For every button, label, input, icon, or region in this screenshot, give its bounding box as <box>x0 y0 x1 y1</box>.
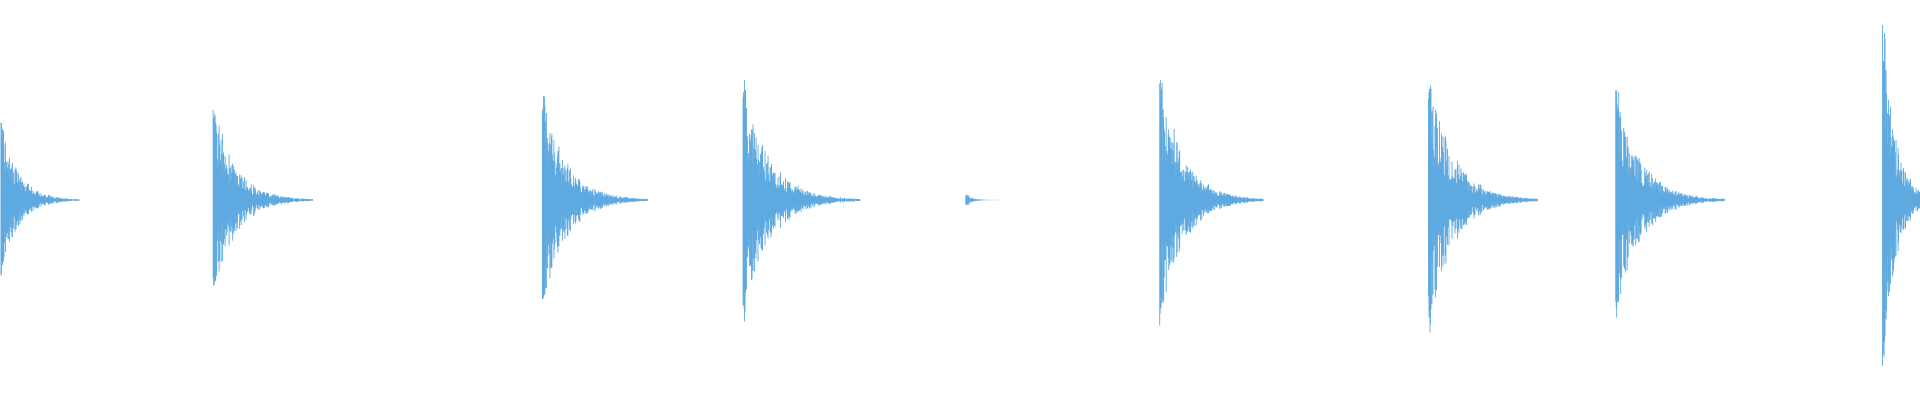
waveform-transients <box>0 25 1920 366</box>
waveform-transient-9 <box>1882 25 1920 366</box>
waveform-transient-7 <box>1428 85 1538 333</box>
waveform-transient-2 <box>212 109 314 286</box>
waveform-transient-8 <box>1615 90 1726 318</box>
waveform-transient-6 <box>1159 79 1264 326</box>
waveform-transient-4 <box>742 80 861 322</box>
waveform-transient-1 <box>0 122 80 276</box>
waveform-transient-5 <box>965 195 999 205</box>
waveform-transient-3 <box>541 96 649 300</box>
